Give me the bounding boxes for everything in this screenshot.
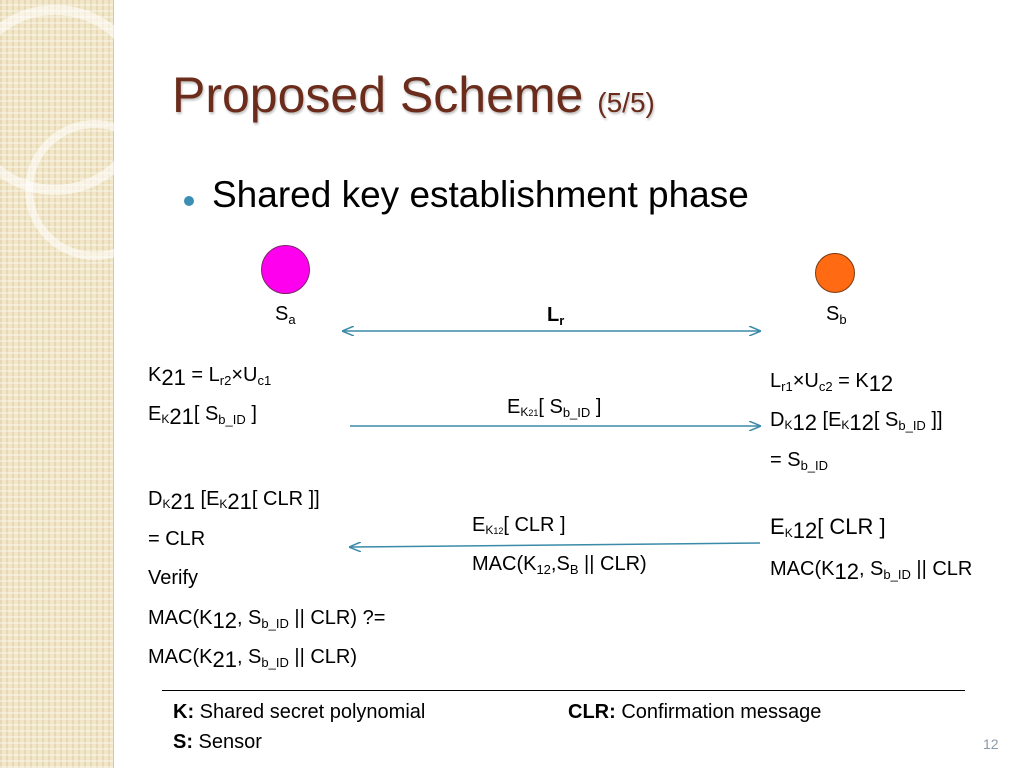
legend-divider <box>162 690 965 691</box>
left-encryption: EK21[ Sb_ID ] <box>148 403 257 429</box>
right-decryption: DK12 [EK12[ Sb_ID ]] <box>770 409 943 435</box>
sensor-node-a <box>261 245 310 294</box>
decorative-sidebar <box>0 0 165 768</box>
left-equals-clr: = CLR <box>148 528 206 550</box>
slide-title: Proposed Scheme (5/5) <box>172 66 655 124</box>
sensor-node-b <box>815 253 855 293</box>
bullet-dot-icon <box>184 196 194 206</box>
legend-k: K: Shared secret polynomial <box>173 701 426 723</box>
left-key-derivation: K21 = Lr2×Uc1 <box>148 364 272 390</box>
left-verify: Verify <box>148 567 199 589</box>
legend-s: S: Sensor <box>173 731 262 753</box>
node-b-label: Sb <box>826 303 847 327</box>
message-arrow-b-to-a <box>350 543 761 547</box>
left-mac-compare: MAC(K21, Sb_ID || CLR) <box>148 646 358 672</box>
decorative-ring <box>25 120 165 260</box>
title-main: Proposed Scheme <box>172 67 584 123</box>
left-mac-check: MAC(K12, Sb_ID || CLR) ?= <box>148 607 386 633</box>
legend-clr: CLR: Confirmation message <box>568 701 822 723</box>
title-sub: (5/5) <box>597 87 655 118</box>
page-number: 12 <box>983 736 999 752</box>
message-encrypted-clr: EK12[ CLR ] <box>472 514 566 537</box>
link-label: Lr <box>547 304 565 328</box>
right-encryption: EK12[ CLR ] <box>770 514 886 543</box>
message-mac: MAC(K12,SB || CLR) <box>472 553 647 577</box>
message-encrypted-id: EK21[ Sb_ID ] <box>507 396 602 420</box>
bullet-text: Shared key establishment phase <box>212 174 749 215</box>
node-a-label: Sa <box>275 303 296 327</box>
right-key-derivation: Lr1×Uc2 = K12 <box>770 370 894 396</box>
right-equals-id: = Sb_ID <box>770 449 829 473</box>
left-decryption: DK21 [EK21[ CLR ]] <box>148 488 320 514</box>
right-mac: MAC(K12, Sb_ID || CLR <box>770 558 973 584</box>
